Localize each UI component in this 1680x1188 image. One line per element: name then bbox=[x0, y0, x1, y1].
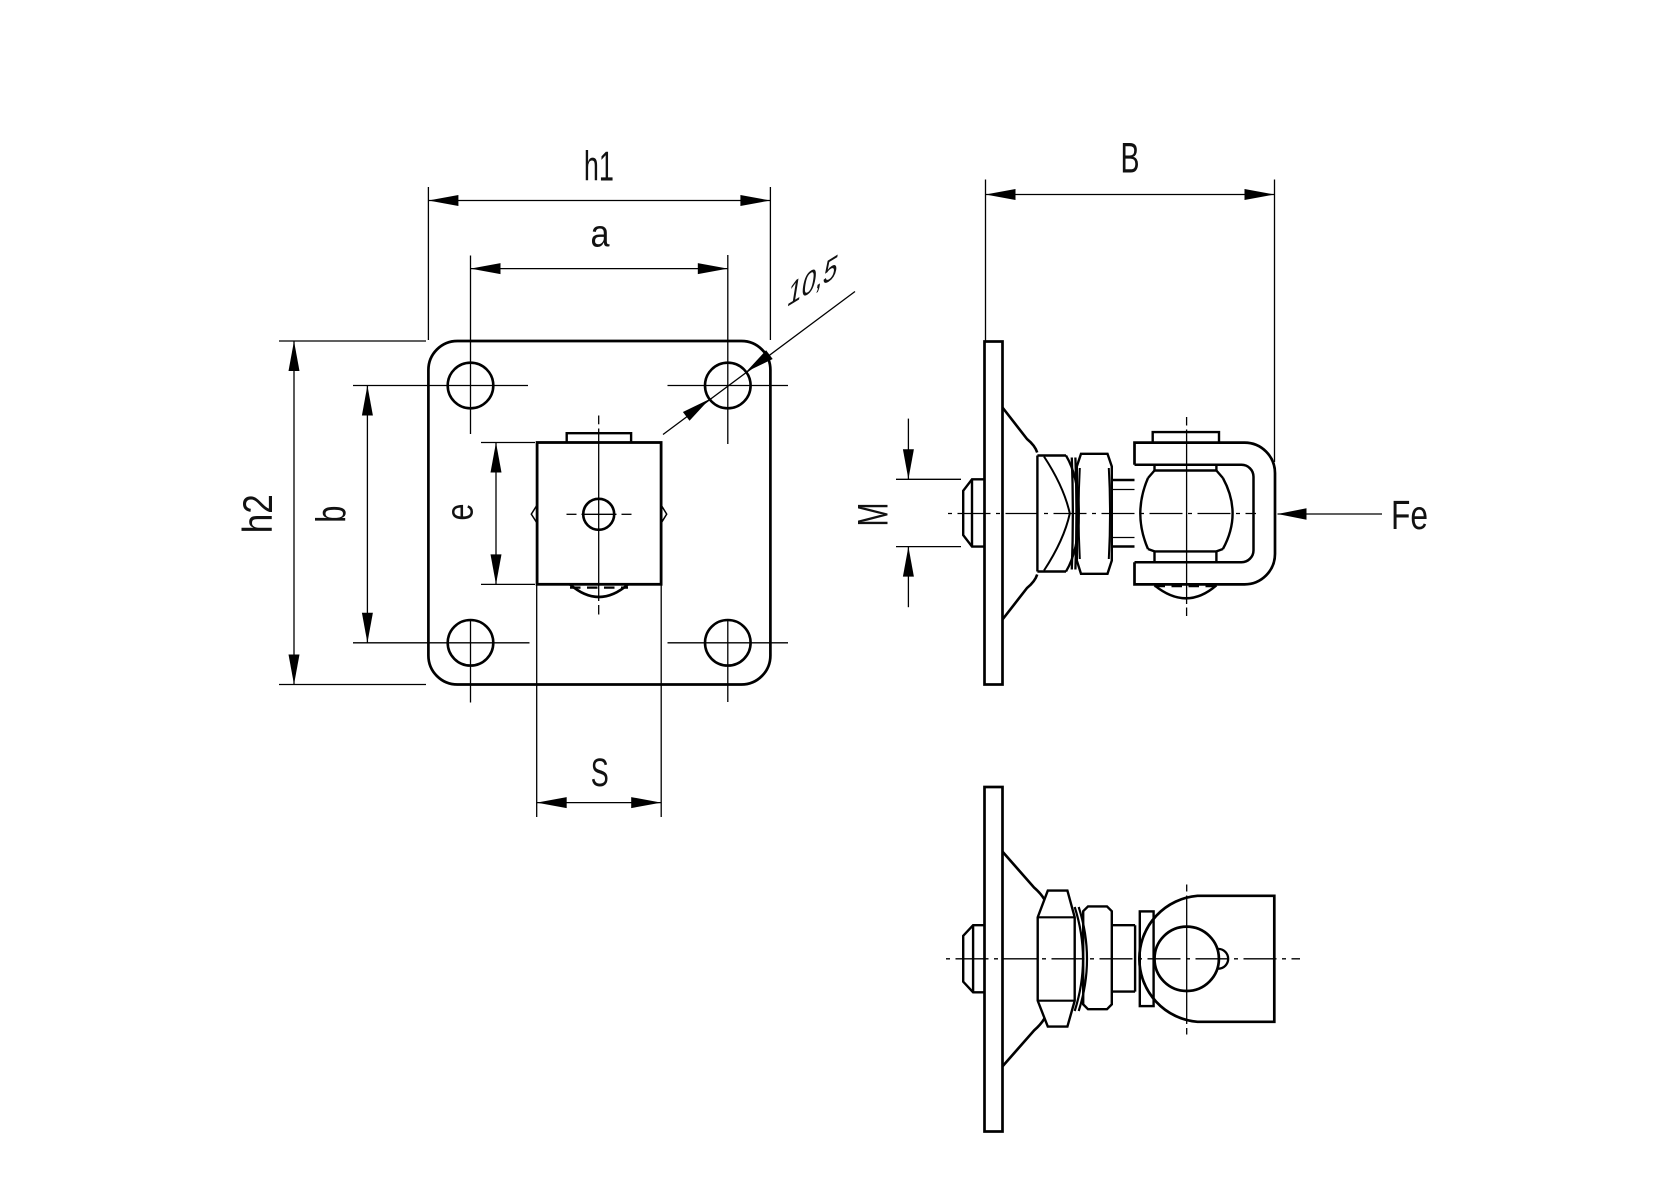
svg-text:e: e bbox=[439, 504, 481, 521]
svg-text:10,5: 10,5 bbox=[785, 246, 841, 315]
svg-text:S: S bbox=[591, 751, 609, 795]
svg-text:Fe: Fe bbox=[1391, 492, 1428, 538]
svg-text:a: a bbox=[591, 213, 611, 255]
svg-text:h2: h2 bbox=[234, 494, 281, 533]
svg-text:h1: h1 bbox=[584, 142, 614, 189]
svg-text:b: b bbox=[307, 506, 354, 523]
svg-text:B: B bbox=[1121, 135, 1140, 183]
svg-text:M: M bbox=[849, 503, 897, 527]
